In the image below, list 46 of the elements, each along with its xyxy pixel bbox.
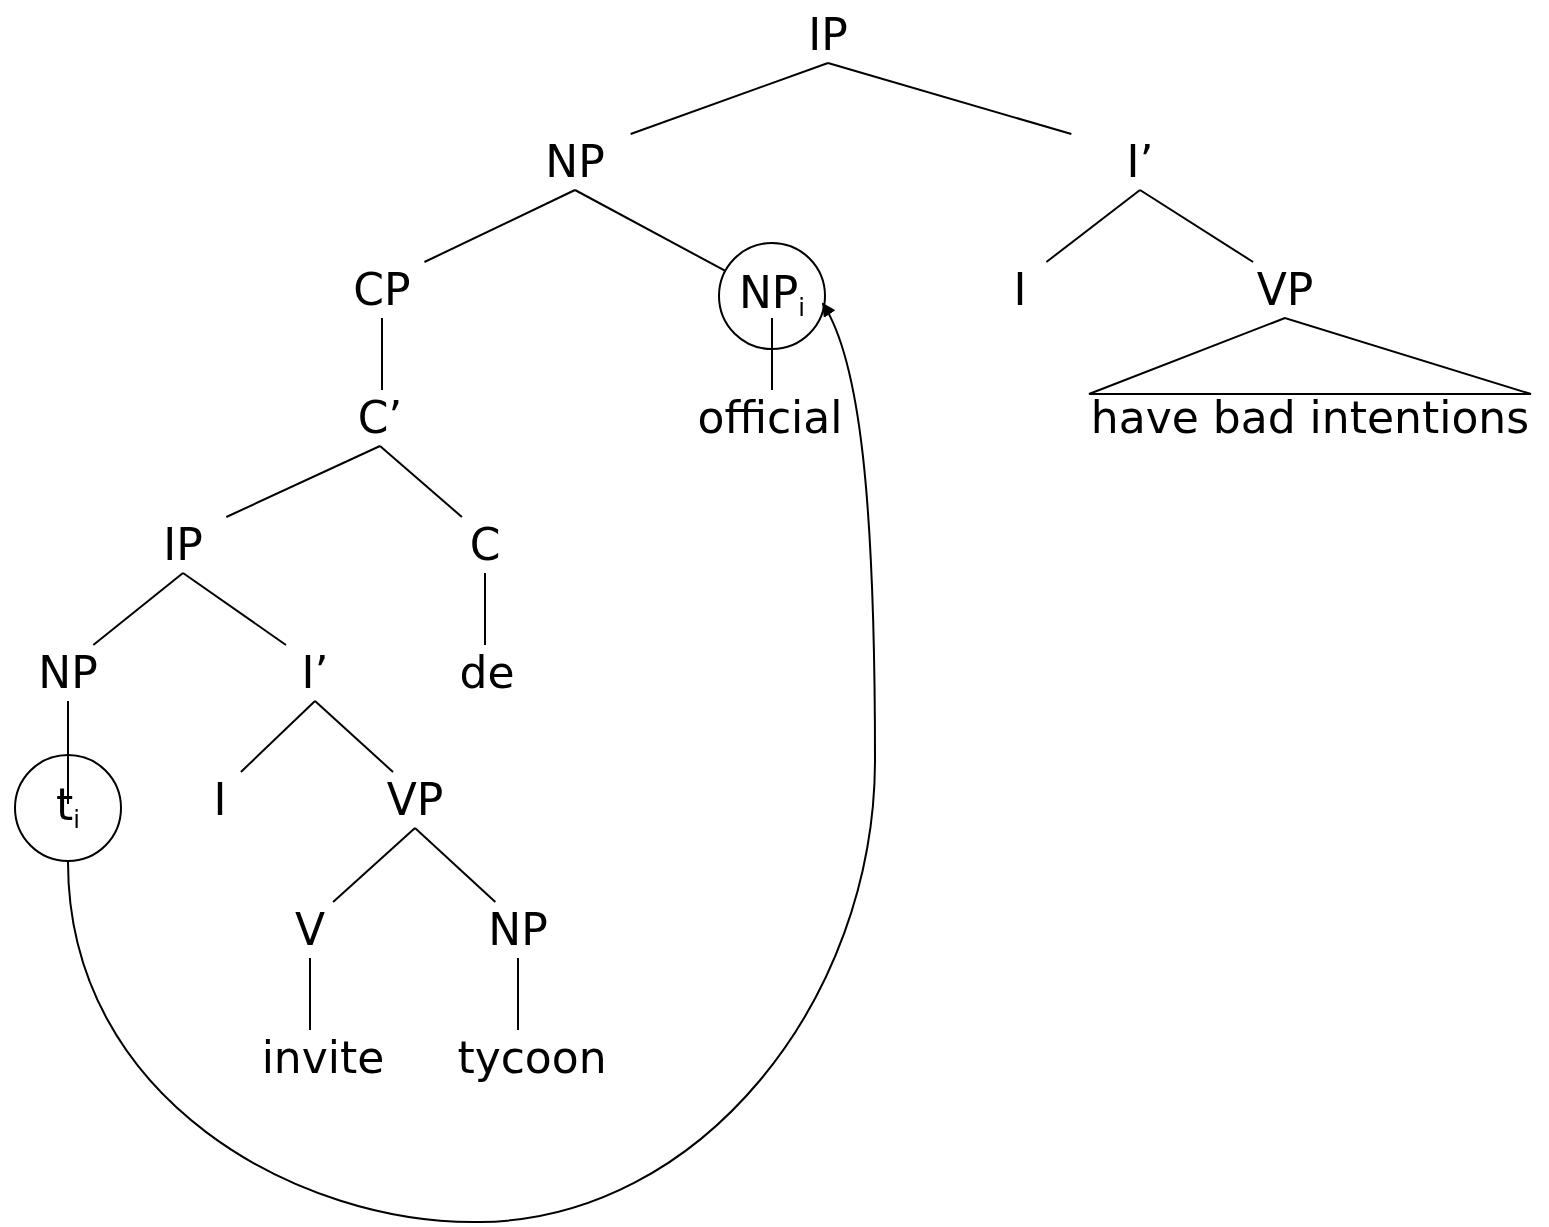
branch-line xyxy=(182,572,287,646)
node-label: I xyxy=(1011,265,1029,315)
node-label: I xyxy=(211,775,229,825)
trace-circle xyxy=(14,754,122,862)
node-label: VP xyxy=(384,775,446,825)
branch-line xyxy=(484,572,486,646)
movement-arrow xyxy=(67,302,876,1223)
node-label: VP xyxy=(1254,265,1316,315)
branch-line xyxy=(771,317,773,391)
branch-line xyxy=(827,62,1073,135)
branch-line xyxy=(379,445,463,518)
node-label: C’ xyxy=(355,393,405,443)
node-label: NP xyxy=(543,137,607,187)
branch-line xyxy=(309,957,311,1031)
branch-line xyxy=(517,957,519,1031)
trace-circle xyxy=(718,242,826,350)
node-label: IP xyxy=(161,520,205,570)
node-label: CP xyxy=(351,265,413,315)
branch-line xyxy=(92,572,184,646)
branch-line xyxy=(225,445,381,518)
node-label: invite xyxy=(259,1033,387,1083)
node-label: NP xyxy=(36,648,100,698)
node-label: C xyxy=(467,520,503,570)
node-label: tycoon xyxy=(455,1033,609,1083)
node-label: official xyxy=(695,393,845,443)
node-label: have bad intentions xyxy=(1088,393,1532,443)
node-label: I’ xyxy=(1124,137,1156,187)
node-label: NP xyxy=(486,905,550,955)
branch-line xyxy=(67,700,69,805)
branch-line xyxy=(1045,189,1141,263)
branch-line xyxy=(1139,189,1255,263)
node-label: t$_{i}$ xyxy=(56,781,80,835)
branch-line xyxy=(414,827,497,903)
branch-line xyxy=(332,827,416,903)
constituent-triangle xyxy=(1088,316,1532,395)
branch-line xyxy=(381,317,383,391)
node-label: NP$_{i}$ xyxy=(738,269,806,323)
node-label: V xyxy=(292,905,328,955)
node-label: de xyxy=(457,648,517,698)
branch-line xyxy=(423,189,576,263)
node-label: I’ xyxy=(299,648,331,698)
branch-line xyxy=(629,62,829,135)
branch-line xyxy=(574,189,727,272)
node-label: IP xyxy=(806,10,850,60)
branch-line xyxy=(314,700,394,773)
branch-line xyxy=(239,700,316,773)
